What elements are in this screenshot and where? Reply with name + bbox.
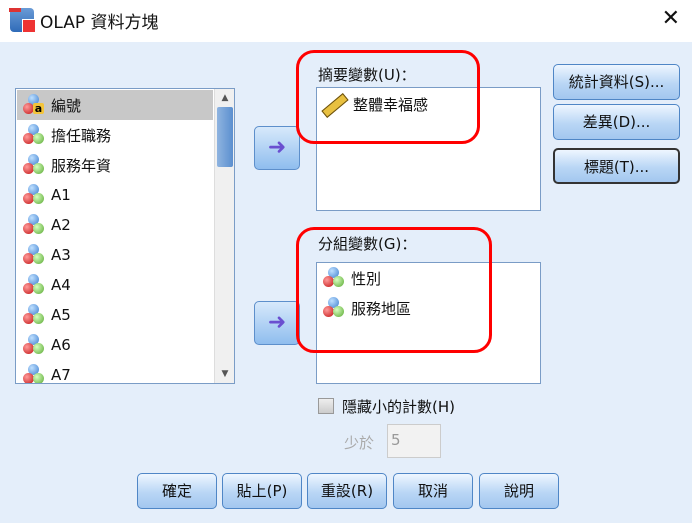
nominal-variable-icon [23, 244, 45, 266]
hide-small-counts-checkbox[interactable] [318, 398, 334, 414]
nominal-variable-icon [23, 184, 45, 206]
list-item[interactable]: 擔任職務 [17, 120, 213, 150]
vertical-scrollbar[interactable]: ▲ ▼ [214, 89, 234, 383]
help-button[interactable]: 說明 [479, 473, 559, 509]
list-item[interactable]: A7 [17, 360, 213, 383]
scroll-up-icon[interactable]: ▲ [221, 93, 229, 103]
statistics-button[interactable]: 統計資料(S)... [553, 64, 680, 100]
nominal-variable-icon [23, 124, 45, 146]
list-item[interactable]: 整體幸福感 [317, 89, 540, 119]
nominal-variable-icon [23, 214, 45, 236]
nominal-string-variable-icon: a [23, 94, 45, 116]
ok-button[interactable]: 確定 [137, 473, 217, 509]
summary-variables-list[interactable]: 整體幸福感 [316, 87, 541, 211]
grouping-variables-list[interactable]: 性別 服務地區 [316, 262, 541, 384]
reset-button[interactable]: 重設(R) [307, 473, 387, 509]
move-to-grouping-button[interactable]: ➜ [254, 301, 300, 345]
paste-button[interactable]: 貼上(P) [222, 473, 302, 509]
nominal-variable-icon [23, 364, 45, 383]
cancel-button[interactable]: 取消 [393, 473, 473, 509]
hide-small-counts-label: 隱藏小的計數(H) [342, 398, 455, 416]
list-item[interactable]: 服務年資 [17, 150, 213, 180]
list-item[interactable]: A6 [17, 330, 213, 360]
list-item[interactable]: A2 [17, 210, 213, 240]
grouping-variables-label: 分組變數(G)： [318, 235, 417, 253]
scale-variable-icon [323, 93, 345, 115]
nominal-variable-icon [23, 304, 45, 326]
list-item[interactable]: A1 [17, 180, 213, 210]
list-item[interactable]: 性別 [317, 263, 540, 293]
list-item[interactable]: A5 [17, 300, 213, 330]
nominal-variable-icon [23, 274, 45, 296]
olap-cube-app-icon [9, 8, 36, 33]
title-bar: OLAP 資料方塊 ✕ [0, 0, 692, 42]
list-item[interactable]: A4 [17, 270, 213, 300]
move-to-summary-button[interactable]: ➜ [254, 126, 300, 170]
nominal-variable-icon [323, 297, 345, 319]
scroll-thumb[interactable] [217, 107, 233, 167]
scroll-down-icon[interactable]: ▼ [221, 369, 229, 379]
list-item[interactable]: 服務地區 [317, 293, 540, 323]
title-button[interactable]: 標題(T)... [553, 148, 680, 184]
close-icon[interactable]: ✕ [661, 6, 680, 31]
nominal-variable-icon [323, 267, 345, 289]
window-title: OLAP 資料方塊 [40, 13, 159, 33]
differences-button[interactable]: 差異(D)... [553, 104, 680, 140]
summary-variables-label: 摘要變數(U)： [318, 66, 416, 84]
list-item[interactable]: A3 [17, 240, 213, 270]
nominal-variable-icon [23, 334, 45, 356]
less-than-label: 少於 [344, 434, 375, 452]
nominal-variable-icon [23, 154, 45, 176]
less-than-input[interactable]: 5 [387, 424, 441, 458]
